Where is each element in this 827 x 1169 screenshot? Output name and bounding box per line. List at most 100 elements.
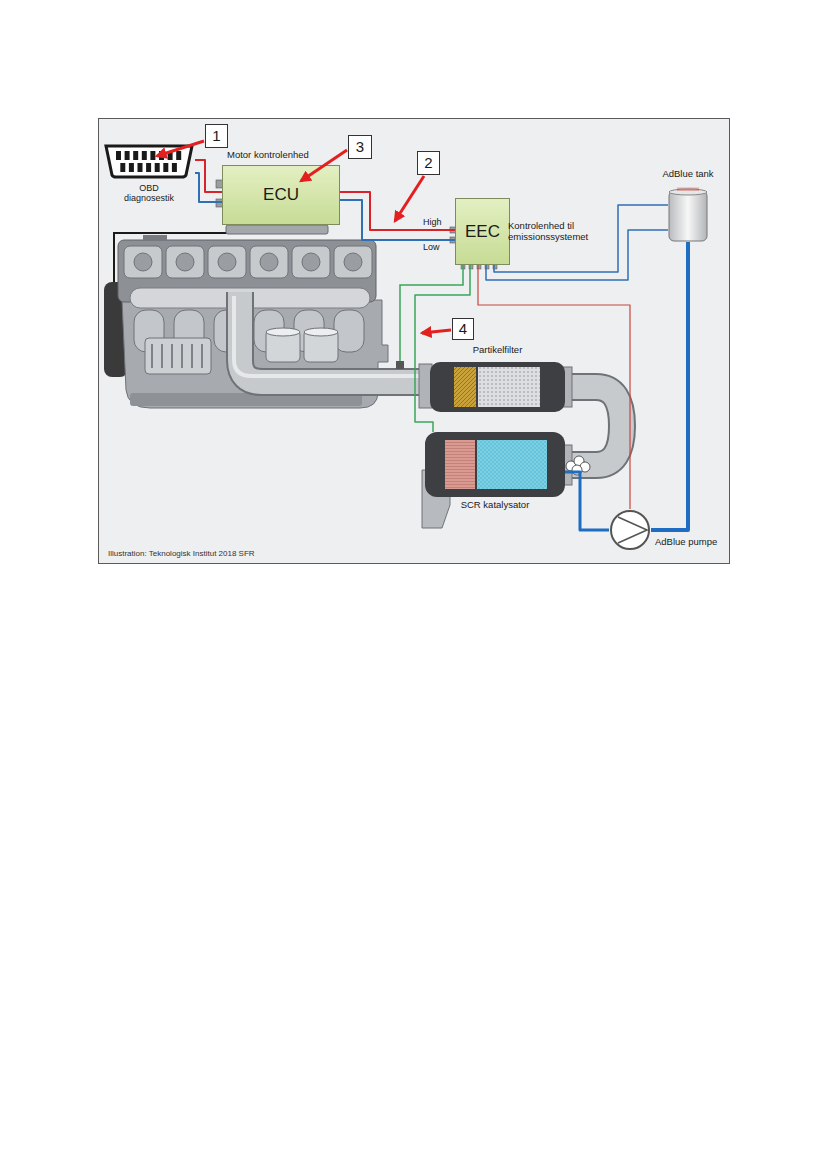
valve-covers (124, 246, 372, 278)
obd-connector-shape (103, 143, 195, 179)
obd-connector: OBD diagnosestik (103, 143, 195, 211)
valve-cap (302, 253, 320, 271)
connector-pin (172, 163, 177, 172)
wire (651, 242, 688, 530)
connector-pin (116, 151, 121, 160)
particle-filter: Partikelfilter (430, 362, 565, 412)
valve-cover (292, 246, 330, 278)
tank-fin (690, 188, 691, 192)
wire (340, 200, 455, 240)
connector-pin (155, 163, 160, 172)
engine-ribs (152, 344, 202, 368)
connector-pin (168, 151, 173, 160)
tank-fin (680, 188, 681, 192)
valve-cap (176, 253, 194, 271)
part-label: Partikelfilter (430, 345, 565, 356)
part-label: Motor kontrolenhed (227, 150, 357, 161)
adblue-pump-shape (609, 509, 651, 551)
filter-housing (430, 362, 565, 412)
box-label: ECU (223, 185, 339, 205)
valve-cap (344, 253, 362, 271)
tank-fin (692, 188, 693, 192)
callout-arrow (395, 176, 424, 221)
connector-body (106, 146, 192, 177)
engine-box (145, 338, 211, 374)
ecu-mount (226, 225, 328, 234)
engine-rib (151, 344, 153, 368)
part-label: AdBlue tank (646, 169, 730, 180)
engine-cup-top (266, 328, 300, 336)
connector-pin (133, 151, 138, 160)
adblue-pump: AdBlue pumpe (609, 509, 651, 551)
valve-cover (334, 246, 372, 278)
tank-fin (698, 188, 699, 192)
wire (340, 192, 455, 230)
connector-pin (150, 151, 155, 160)
engine-rib (181, 344, 183, 368)
valve-cap (218, 253, 236, 271)
scr-element (445, 440, 475, 489)
callout-number: 3 (348, 135, 372, 159)
engine-rib (161, 344, 163, 368)
connector-pin (142, 151, 147, 160)
adblue-tank: AdBlue tank (668, 187, 708, 242)
oxidation-catalyst (454, 367, 476, 407)
engine-rib (201, 344, 203, 368)
part-label: AdBlue pumpe (655, 537, 735, 548)
tank-fin (686, 188, 687, 192)
callout-arrow (301, 150, 347, 181)
eec-box: EECKontrolenhed til emissionssystemet (455, 198, 510, 265)
box-label: EEC (456, 222, 509, 242)
wire (565, 472, 609, 530)
scr-catalyst-shape (425, 432, 565, 497)
ecu-box: Motor kontrolenhedECU (222, 165, 340, 225)
signal-label: High (422, 217, 443, 227)
valve-cap (260, 253, 278, 271)
credit-note: Illustration: Teknologisk Institut 2018 … (108, 549, 255, 558)
particle-filter-shape (430, 362, 565, 412)
tank-fin (696, 188, 697, 192)
connector-pin (146, 163, 151, 172)
tank-fin (688, 188, 689, 192)
valve-cap (134, 253, 152, 271)
part-label: Kontrolenhed til emissionssystemet (508, 221, 612, 243)
signal-label: Low (422, 242, 441, 252)
pressure-sensor (396, 361, 404, 369)
callout-arrow (422, 330, 451, 333)
engine-rib (191, 344, 193, 368)
valve-cover (250, 246, 288, 278)
tank-fin (694, 188, 695, 192)
scr-element (477, 440, 547, 489)
connector-pin (159, 151, 164, 160)
tank-fin (684, 188, 685, 192)
connector-pin (120, 163, 125, 172)
callout-number: 1 (205, 124, 228, 148)
valve-cover (166, 246, 204, 278)
pump-symbol (618, 517, 647, 543)
part-label: OBD diagnosestik (117, 183, 181, 204)
tank-fin (678, 188, 679, 192)
filter-core (478, 367, 540, 407)
tank-fin (682, 188, 683, 192)
connector-pin (125, 151, 130, 160)
wire (494, 205, 668, 272)
pipe-highlight (234, 296, 426, 376)
scr-catalyst: SCR katalysator (425, 432, 565, 497)
valve-cover (208, 246, 246, 278)
connector-pin (129, 163, 134, 172)
valve-cover (124, 246, 162, 278)
connector-pin (138, 163, 143, 172)
adblue-tank-shape (668, 187, 708, 242)
scr-housing (425, 432, 565, 497)
engine-connector (143, 235, 167, 241)
connector-pin (163, 163, 168, 172)
engine-rib (171, 344, 173, 368)
frame (99, 119, 730, 564)
callout-arrow (157, 141, 204, 156)
tank-body (669, 191, 707, 241)
engine-cup-top (304, 328, 338, 336)
pump-body (611, 511, 649, 549)
